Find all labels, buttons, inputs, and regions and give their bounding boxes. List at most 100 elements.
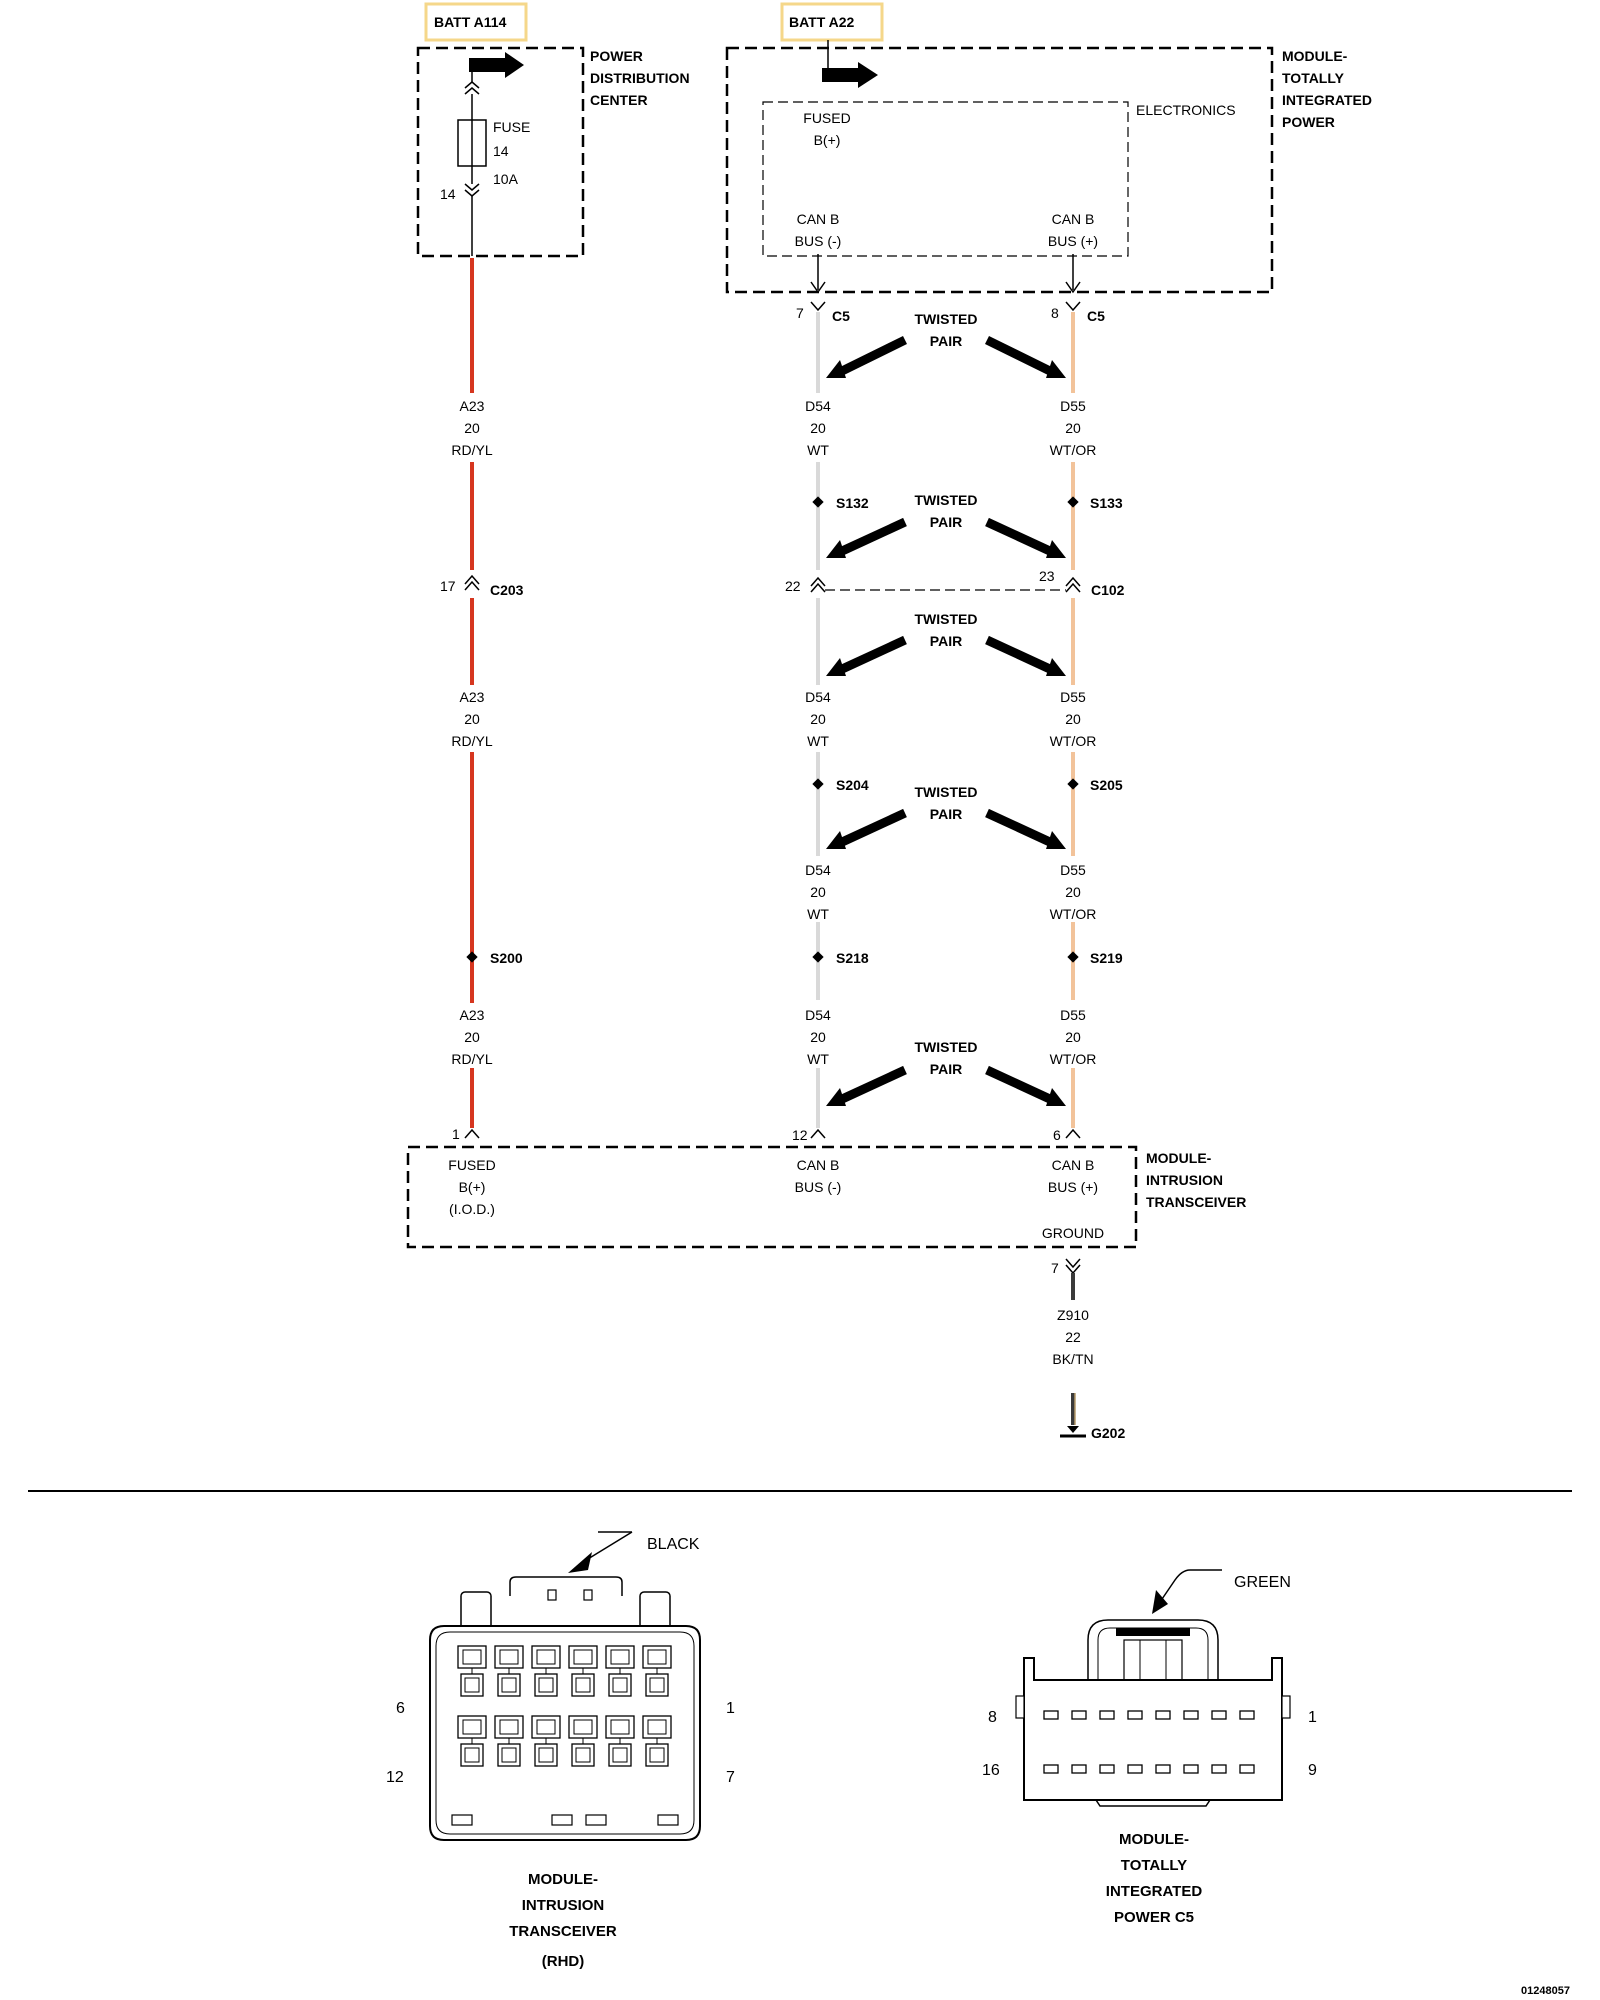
splice-s219-label: S219 bbox=[1090, 950, 1123, 966]
d54-circuit-2: D54 bbox=[805, 689, 831, 705]
wire-label-a23-1: A23 20 RD/YL bbox=[451, 398, 492, 458]
connector-itm-pin-br: 7 bbox=[726, 1769, 735, 1786]
a23-circuit-2: A23 bbox=[460, 689, 485, 705]
a23-circuit-3: A23 bbox=[460, 1007, 485, 1023]
d55-circuit-1: D55 bbox=[1060, 398, 1086, 414]
tipm-fused-bplus-label: B(+) bbox=[814, 132, 841, 148]
cavity bbox=[457, 1645, 487, 1697]
d55-circuit-2: D55 bbox=[1060, 689, 1086, 705]
wire-label-d55-3: D55 20 WT/OR bbox=[1050, 862, 1097, 922]
twisted-pair-3: TWISTED PAIR bbox=[826, 611, 1066, 676]
terminal bbox=[1239, 1764, 1255, 1774]
twisted-pair-3-line1: TWISTED bbox=[915, 611, 978, 627]
batt-a22-label: BATT A22 bbox=[780, 2, 884, 42]
d54-circuit-4: D54 bbox=[805, 1007, 831, 1023]
terminal bbox=[1071, 1764, 1087, 1774]
pdc-title-line2: DISTRIBUTION bbox=[590, 70, 690, 86]
figure-id: 01248057 bbox=[1521, 1985, 1570, 1997]
twisted-pair-1: TWISTED PAIR bbox=[826, 311, 1066, 378]
cavity bbox=[605, 1715, 635, 1767]
terminal bbox=[1099, 1764, 1115, 1774]
connector-tipm-pin-tr: 1 bbox=[1308, 1709, 1317, 1726]
d54-gauge-1: 20 bbox=[810, 420, 826, 436]
itm-title-line3: TRANSCEIVER bbox=[1146, 1194, 1246, 1210]
connector-tipm-c5-face: GREEN 8 1 16 9 MODULE- TOTALLY INTEGRATE… bbox=[982, 1569, 1317, 1926]
splice-s205-label: S205 bbox=[1090, 777, 1123, 793]
d55-color-1: WT/OR bbox=[1050, 442, 1097, 458]
splice-s132-icon bbox=[812, 496, 824, 508]
tipm-title-line3: INTEGRATED bbox=[1282, 92, 1372, 108]
a23-gauge-3: 20 bbox=[464, 1029, 480, 1045]
connector-itm-pin-bl: 12 bbox=[386, 1769, 404, 1786]
connector-itm-caption-3: TRANSCEIVER bbox=[509, 1923, 617, 1940]
wire-label-d54-2: D54 20 WT bbox=[805, 689, 831, 749]
d55-color-3: WT/OR bbox=[1050, 906, 1097, 922]
connector-itm-face: BLACK 6 1 12 7 MODULE- INTRUSION TRANSCE… bbox=[386, 1531, 735, 1970]
pdc-title-line3: CENTER bbox=[590, 92, 648, 108]
c5-pin-neg: 7 bbox=[796, 305, 804, 321]
pdc-title-line1: POWER bbox=[590, 48, 643, 64]
z910-circuit: Z910 bbox=[1057, 1307, 1089, 1323]
a23-gauge-2: 20 bbox=[464, 711, 480, 727]
d55-circuit-4: D55 bbox=[1060, 1007, 1086, 1023]
a23-gauge-1: 20 bbox=[464, 420, 480, 436]
terminal bbox=[1099, 1710, 1115, 1720]
tipm-electronics-label: ELECTRONICS bbox=[1136, 102, 1236, 118]
tipm-title-line2: TOTALLY bbox=[1282, 70, 1345, 86]
terminal bbox=[1183, 1764, 1199, 1774]
itm-bus-neg-label: BUS (-) bbox=[795, 1179, 842, 1195]
itm-title-line2: INTRUSION bbox=[1146, 1172, 1223, 1188]
cavity bbox=[457, 1715, 487, 1767]
a23-circuit-1: A23 bbox=[460, 398, 485, 414]
twisted-pair-1-line1: TWISTED bbox=[915, 311, 978, 327]
cavity bbox=[568, 1715, 598, 1767]
terminal bbox=[1127, 1710, 1143, 1720]
wire-label-a23-3: A23 20 RD/YL bbox=[451, 1007, 492, 1067]
terminal bbox=[1155, 1764, 1171, 1774]
splice-s204-label: S204 bbox=[836, 777, 869, 793]
wire-label-d54-4: D54 20 WT bbox=[805, 1007, 831, 1067]
tipm-bus-neg-label: BUS (-) bbox=[795, 233, 842, 249]
connector-tipm-caption-2: TOTALLY bbox=[1121, 1857, 1187, 1874]
twisted-pair-4-line2: PAIR bbox=[930, 806, 962, 822]
itm-fused-label: FUSED bbox=[448, 1157, 495, 1173]
batt-a114-text: BATT A114 bbox=[434, 14, 507, 30]
a23-color-1: RD/YL bbox=[451, 442, 492, 458]
connector-tipm-pin-tl: 8 bbox=[988, 1709, 997, 1726]
splice-s205-icon bbox=[1067, 778, 1079, 790]
itm-canb-neg-label: CAN B bbox=[797, 1157, 840, 1173]
splice-s218-icon bbox=[812, 951, 824, 963]
connector-itm-caption-4: (RHD) bbox=[542, 1953, 585, 1970]
splice-s132-label: S132 bbox=[836, 495, 869, 511]
itm-ground-label: GROUND bbox=[1042, 1225, 1104, 1241]
connector-tipm-pin-bl: 16 bbox=[982, 1762, 1000, 1779]
a23-color-3: RD/YL bbox=[451, 1051, 492, 1067]
connector-itm-pin-tr: 1 bbox=[726, 1700, 735, 1717]
splice-s204-icon bbox=[812, 778, 824, 790]
terminal bbox=[1043, 1764, 1059, 1774]
batt-a114-label: BATT A114 bbox=[424, 2, 528, 42]
cavity bbox=[494, 1645, 524, 1697]
d55-gauge-4: 20 bbox=[1065, 1029, 1081, 1045]
connector-itm-caption-1: MODULE- bbox=[528, 1871, 598, 1888]
cavity bbox=[531, 1715, 561, 1767]
twisted-pair-1-line2: PAIR bbox=[930, 333, 962, 349]
connector-tipm-pin-br: 9 bbox=[1308, 1762, 1317, 1779]
twisted-pair-4: TWISTED PAIR bbox=[826, 784, 1066, 849]
tipm-title-line4: POWER bbox=[1282, 114, 1335, 130]
c102-label: C102 bbox=[1091, 582, 1125, 598]
connector-tipm-color-label: GREEN bbox=[1234, 1574, 1291, 1591]
twisted-pair-5-line1: TWISTED bbox=[915, 1039, 978, 1055]
pdc-cavity-number: 14 bbox=[440, 186, 456, 202]
d55-gauge-2: 20 bbox=[1065, 711, 1081, 727]
wire-label-d54-1: D54 20 WT bbox=[805, 398, 831, 458]
tipm-electronics-box bbox=[762, 101, 1129, 257]
ground-g202-label: G202 bbox=[1091, 1425, 1125, 1441]
itm-canb-pos-label: CAN B bbox=[1052, 1157, 1095, 1173]
batt-a22-text: BATT A22 bbox=[789, 14, 855, 30]
terminal bbox=[1071, 1710, 1087, 1720]
twisted-pair-3-line2: PAIR bbox=[930, 633, 962, 649]
connector-tipm-caption-1: MODULE- bbox=[1119, 1831, 1189, 1848]
tipm-fused-label: FUSED bbox=[803, 110, 850, 126]
z910-gauge: 22 bbox=[1065, 1329, 1081, 1345]
